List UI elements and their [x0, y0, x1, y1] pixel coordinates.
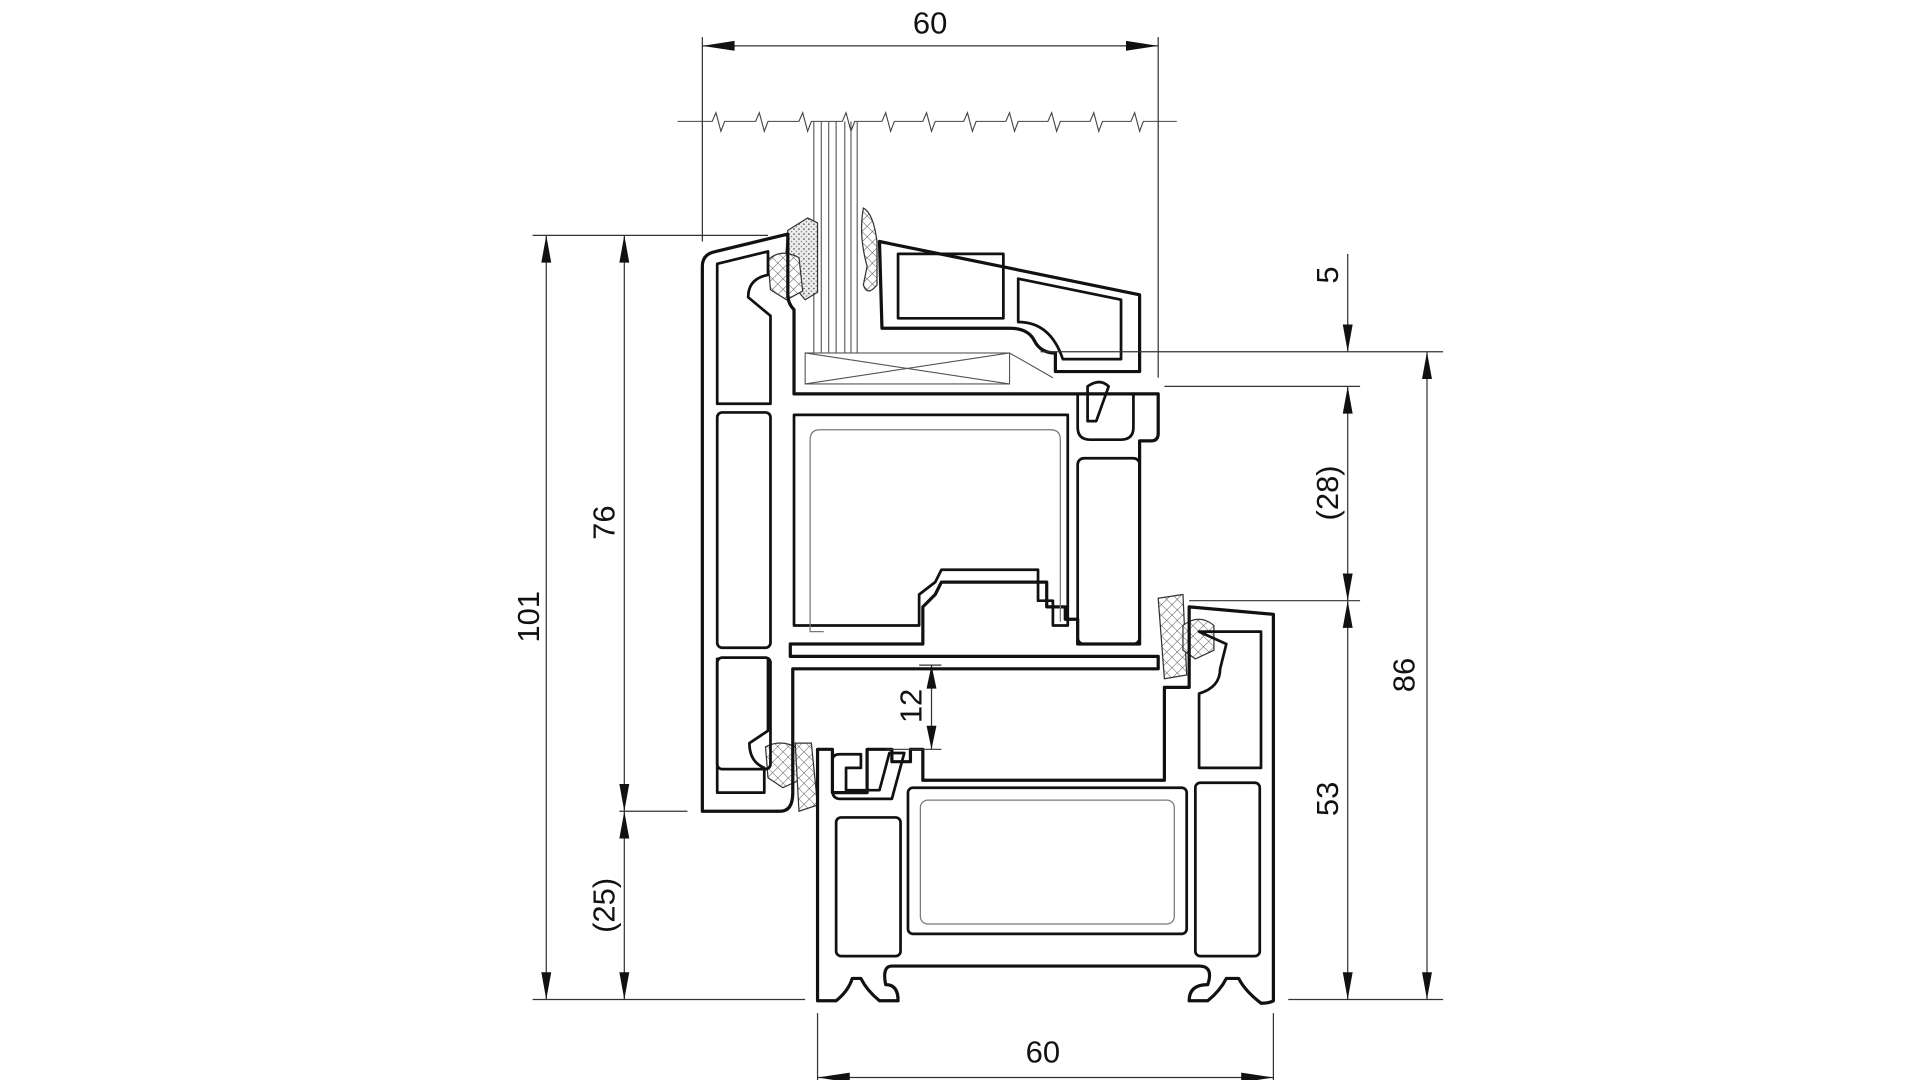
left-sash-label: 76 [586, 505, 621, 539]
frame-right-gasket [1157, 593, 1188, 680]
left-dimensions: 101 76 (25) [511, 234, 806, 1001]
sash-profile [700, 232, 1160, 813]
right-dimensions: 5 (28) 53 86 [1040, 253, 1444, 1001]
right-overall-label: 86 [1387, 658, 1422, 692]
outer-sash-gasket [767, 252, 804, 301]
top-width-dimension: 60 [701, 5, 1159, 378]
inner-overlap-dimension: 12 [885, 664, 942, 750]
bottom-width-label: 60 [1026, 1035, 1060, 1070]
glass-break-line [677, 111, 1177, 134]
left-overall-label: 101 [511, 591, 546, 643]
glazing-unit [804, 121, 1054, 385]
frame-profile [815, 605, 1276, 1005]
top-width-label: 60 [913, 5, 947, 40]
inner-glazing-gasket [860, 207, 878, 292]
right-frame-label: 53 [1310, 782, 1345, 816]
inner-overlap-label: 12 [894, 689, 929, 723]
left-lower-label: (25) [586, 878, 621, 933]
right-glass-rebate-label: (28) [1310, 465, 1345, 520]
bottom-width-dimension: 60 [816, 1013, 1275, 1080]
right-top-gap-label: 5 [1310, 266, 1345, 283]
frame-center-gasket [794, 742, 819, 813]
